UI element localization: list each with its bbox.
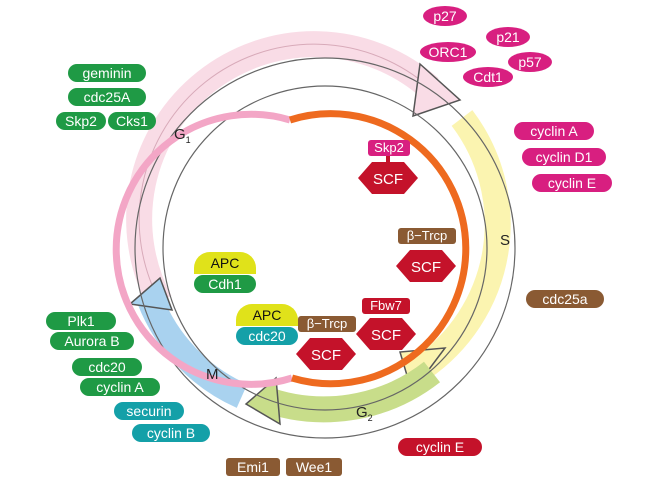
apc-cdh1-activator: Cdh1 xyxy=(194,275,256,293)
label-wee1: Wee1 xyxy=(286,458,342,476)
g2-arrowhead xyxy=(244,376,281,426)
label-p21: p21 xyxy=(486,27,530,47)
label-cdt1: Cdt1 xyxy=(463,67,513,87)
g1-arrow-edge xyxy=(138,43,431,303)
scf-btrcp-left-adaptor: β−Trcp xyxy=(298,316,356,332)
apc-cdh1-core: APC xyxy=(194,252,256,274)
label-skp2: Skp2 xyxy=(56,112,106,130)
label-cdc25a: cdc25a xyxy=(526,290,604,308)
apc-activity-ring xyxy=(112,110,294,388)
phase-g1-label: G1 xyxy=(174,126,191,145)
scf-fbw7-adaptor: Fbw7 xyxy=(362,298,410,314)
scf-fbw7: SCF xyxy=(356,318,416,350)
label-cks1: Cks1 xyxy=(108,112,156,130)
apc-cdc20: APC cdc20 xyxy=(236,304,298,345)
phase-m-label: M xyxy=(206,366,219,383)
scf-skp2-core: SCF xyxy=(373,171,403,188)
label-plk1: Plk1 xyxy=(46,312,116,330)
label-cdc25A: cdc25A xyxy=(68,88,146,106)
scf-fbw7-core: SCF xyxy=(371,327,401,344)
cycle-outline-outer xyxy=(134,57,516,439)
scf-btrcp-right-core: SCF xyxy=(411,259,441,276)
label-aurora-b: Aurora B xyxy=(50,332,134,350)
s-arrow xyxy=(414,110,511,379)
label-p57: p57 xyxy=(508,52,552,72)
scf-activity-ring xyxy=(288,110,470,388)
label-cyclin-a-right: cyclin A xyxy=(514,122,594,140)
label-p27: p27 xyxy=(423,6,467,26)
label-orc1: ORC1 xyxy=(420,42,476,62)
label-geminin: geminin xyxy=(68,64,146,82)
scf-skp2: SCF xyxy=(358,154,418,194)
apc-cdc20-core: APC xyxy=(236,304,298,326)
apc-cdh1: APC Cdh1 xyxy=(194,252,256,293)
scf-btrcp-left: SCF xyxy=(296,338,356,370)
label-cyclin-e-right: cyclin E xyxy=(532,174,612,192)
label-securin: securin xyxy=(114,402,184,420)
phase-g2-label: G2 xyxy=(356,404,373,423)
label-cyclin-e-bottom: cyclin E xyxy=(398,438,482,456)
phase-s-label: S xyxy=(500,232,511,249)
label-cyclin-a-left: cyclin A xyxy=(80,378,160,396)
m-arrow xyxy=(137,295,248,408)
label-cyclin-b: cyclin B xyxy=(132,424,210,442)
label-cyclin-d1: cyclin D1 xyxy=(522,148,606,166)
label-emi1: Emi1 xyxy=(226,458,280,476)
apc-cdc20-activator: cdc20 xyxy=(236,327,298,345)
scf-btrcp-right-adaptor: β−Trcp xyxy=(398,228,456,244)
scf-btrcp-left-core: SCF xyxy=(311,347,341,364)
m-arrowhead xyxy=(128,276,174,311)
cycle-outline-inner xyxy=(162,85,488,411)
scf-skp2-adaptor: Skp2 xyxy=(368,140,410,156)
label-cdc20-left: cdc20 xyxy=(72,358,142,376)
scf-btrcp-right: SCF xyxy=(396,250,456,282)
